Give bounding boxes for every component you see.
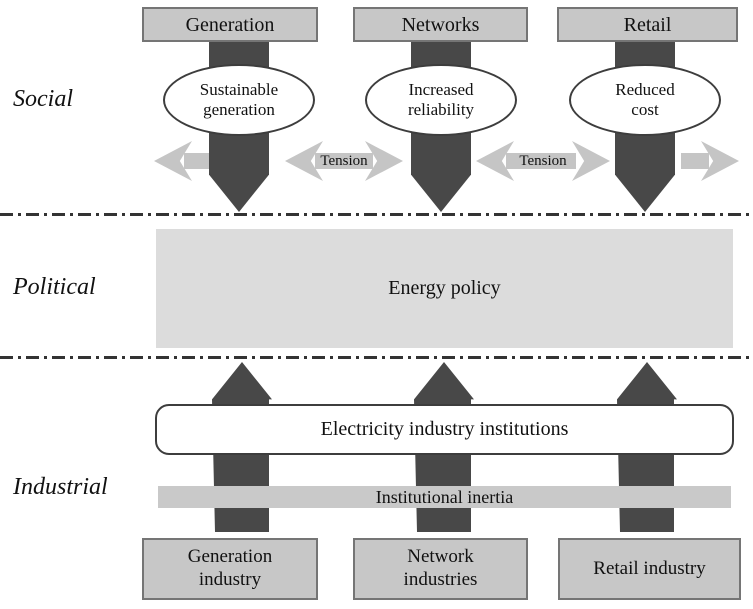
bottom-box-generation-industry: Generation industry [142,538,318,600]
layer-label-political: Political [13,274,96,300]
top-box-generation: Generation [142,7,318,42]
divider-social-political [0,213,753,216]
tension-shaft-2 [506,153,576,169]
electricity-industry-institutions-box: Electricity industry institutions [155,404,734,455]
institutional-inertia-bar: Institutional inertia [158,486,731,508]
ellipse-reduced-cost: Reduced cost [569,64,721,136]
ellipse-increased-reliability: Increased reliability [365,64,517,136]
layer-label-industrial: Industrial [13,474,108,500]
top-box-retail: Retail [557,7,738,42]
tension-shaft-1 [315,153,373,169]
divider-political-industrial [0,356,753,359]
ellipse-sustainable-generation: Sustainable generation [163,64,315,136]
tension-label-1: Tension [320,152,368,169]
layer-label-social: Social [13,86,73,112]
tension-label-2: Tension [519,152,567,169]
tension-shaft-left-outer [184,153,212,169]
top-box-networks: Networks [353,7,528,42]
tension-shaft-right-outer [681,153,709,169]
energy-policy-box: Energy policy [156,229,733,348]
bottom-box-retail-industry: Retail industry [558,538,741,600]
bottom-box-network-industries: Network industries [353,538,528,600]
